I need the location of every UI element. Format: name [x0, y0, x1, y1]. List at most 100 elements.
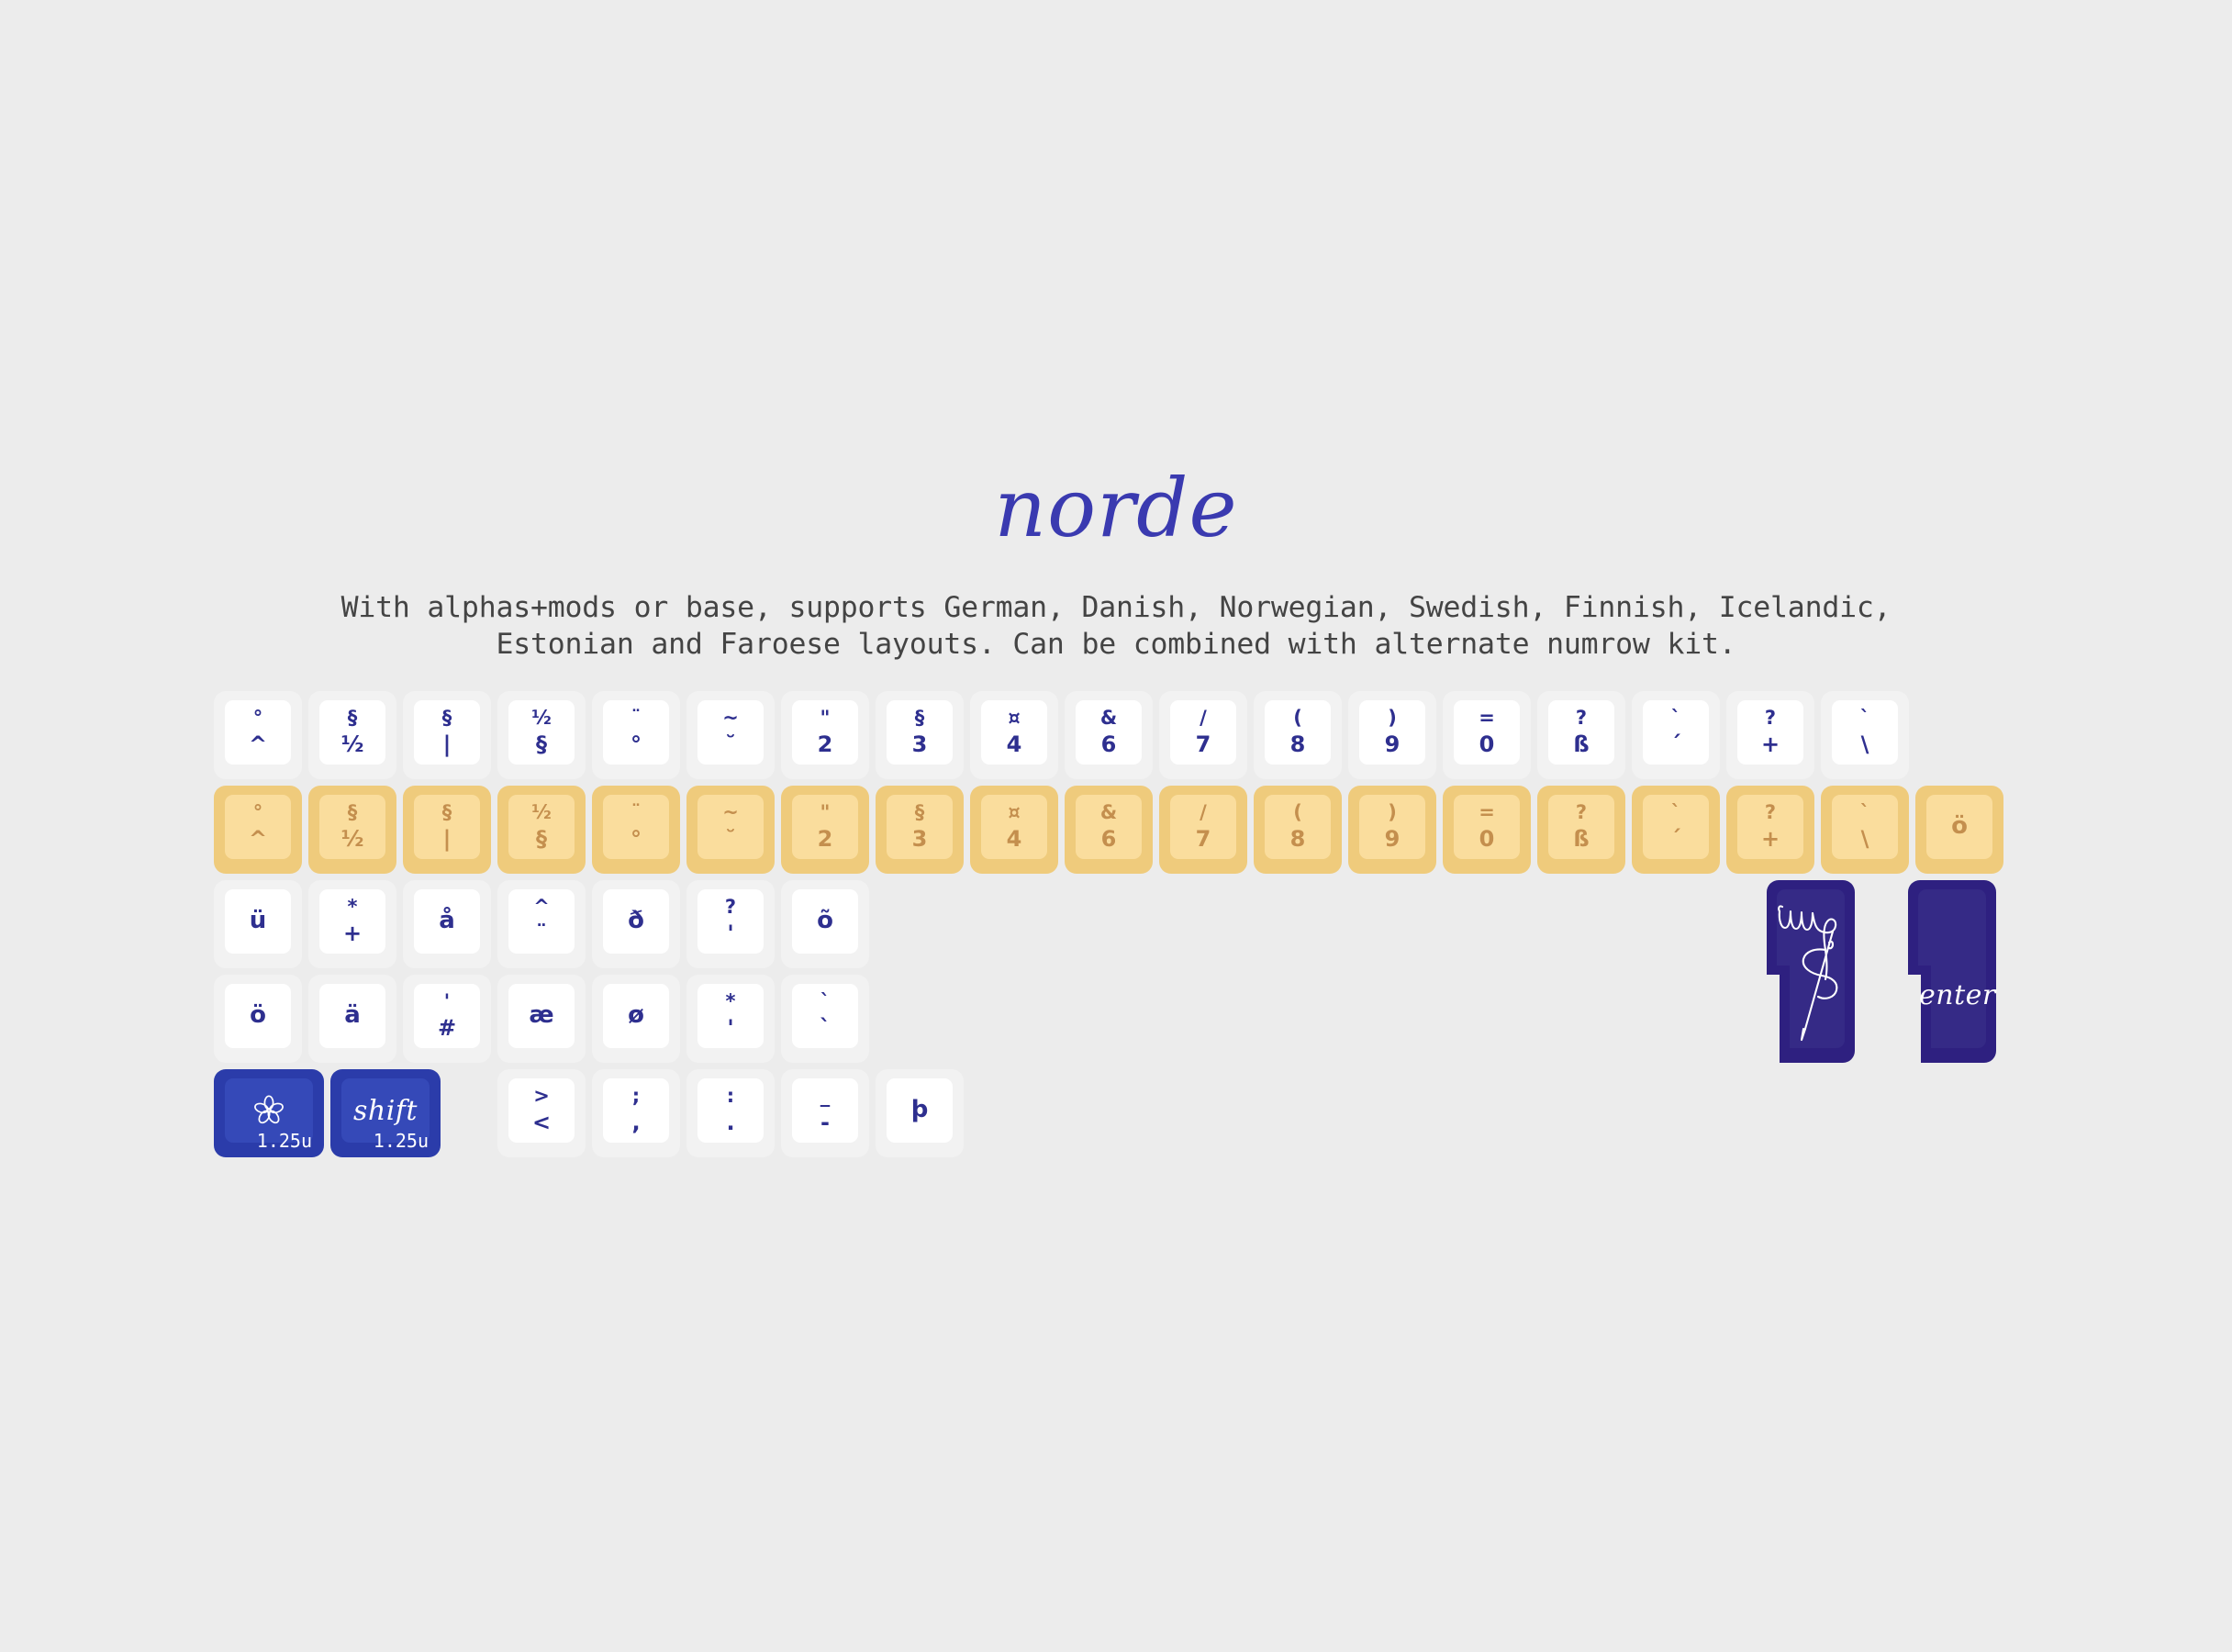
page-title: norde [994, 461, 1238, 555]
keycap[interactable]: ü [214, 880, 302, 968]
header: norde With alphas+mods or base, supports… [0, 468, 2232, 664]
keycap-legend: ø [628, 1001, 644, 1030]
keycap[interactable]: °^ [214, 786, 302, 874]
keycap-legend-bottom: ¨ [536, 920, 547, 946]
keycap[interactable]: &6 [1065, 691, 1153, 779]
keycap[interactable]: /7 [1159, 786, 1247, 874]
keycap[interactable]: `\ [1821, 691, 1909, 779]
keycap-surface: '# [414, 984, 480, 1048]
keycap[interactable]: "2 [781, 786, 869, 874]
keycap[interactable]: ¨° [592, 691, 680, 779]
keycap[interactable]: `´ [1632, 786, 1720, 874]
keycap[interactable]: °^ [214, 691, 302, 779]
keycap-legend-bottom: | [442, 825, 452, 852]
keycap[interactable]: §| [403, 691, 491, 779]
keycap-surface: §| [414, 700, 480, 765]
keycap[interactable]: ?+ [1726, 691, 1814, 779]
keycap-surface: ö [1926, 795, 1992, 859]
keycap[interactable]: §| [403, 786, 491, 874]
keycap-legend-bottom: ½ [340, 825, 364, 852]
keycap-legend-bottom: | [442, 731, 452, 757]
keycap[interactable]: §½ [308, 786, 396, 874]
keycap-legend-bottom: § [536, 825, 547, 852]
keycap[interactable]: "2 [781, 691, 869, 779]
keycap-surface: ä [319, 984, 385, 1048]
keycap-legend-top: ~ [722, 707, 739, 730]
keycap[interactable]: õ [781, 880, 869, 968]
keycap-legend: å [439, 907, 455, 935]
flower-mod-key[interactable]: 1.25u [214, 1069, 324, 1157]
yum-logo-key[interactable] [1767, 880, 1855, 1063]
keycap-legend-bottom: 2 [817, 731, 833, 757]
keycap[interactable]: ?ß [1537, 786, 1625, 874]
keycap-surface: *' [698, 984, 764, 1048]
keycap-surface: &6 [1076, 795, 1142, 859]
keycap[interactable]: `´ [1632, 691, 1720, 779]
keycap-surface: ~˘ [698, 700, 764, 765]
keycap[interactable]: ð [592, 880, 680, 968]
enter-key[interactable]: enter [1908, 880, 1996, 1063]
keycap[interactable]: ö [1915, 786, 2003, 874]
keycap[interactable]: ¤4 [970, 786, 1058, 874]
keycap[interactable]: _- [781, 1069, 869, 1157]
keycap[interactable]: ~˘ [686, 786, 775, 874]
keycap[interactable]: å [403, 880, 491, 968]
keycap-surface: ~˘ [698, 795, 764, 859]
keycap-legend-bottom: \ [1860, 825, 1869, 852]
keycap[interactable]: )9 [1348, 786, 1436, 874]
keycap[interactable]: ½§ [497, 786, 586, 874]
keycap[interactable]: >< [497, 1069, 586, 1157]
keycap[interactable]: æ [497, 975, 586, 1063]
keycap[interactable]: &6 [1065, 786, 1153, 874]
keycap-legend-bottom: ´ [1670, 825, 1681, 852]
keycap-legend-bottom: 6 [1100, 825, 1117, 852]
keycap-legend-bottom: 6 [1100, 731, 1117, 757]
keycap-legend: ö [1951, 812, 1968, 841]
keycap-legend-top: " [820, 707, 831, 730]
keycap[interactable]: §½ [308, 691, 396, 779]
keycap[interactable]: =0 [1443, 786, 1531, 874]
keycap-surface: shift [341, 1078, 430, 1143]
keycap[interactable]: *' [686, 975, 775, 1063]
keycap-legend: þ [910, 1096, 929, 1124]
keycap-surface: (8 [1265, 700, 1331, 765]
keycap-surface: (8 [1265, 795, 1331, 859]
keycap[interactable]: ?' [686, 880, 775, 968]
keycap-legend-bottom: 4 [1006, 731, 1022, 757]
keycap[interactable]: ~˘ [686, 691, 775, 779]
keycap-legend-top: ` [1859, 707, 1870, 730]
keycap[interactable]: *+ [308, 880, 396, 968]
keycap[interactable]: =0 [1443, 691, 1531, 779]
keycap[interactable]: `\ [1821, 786, 1909, 874]
keycap[interactable]: §3 [876, 691, 964, 779]
keycap[interactable]: ¤4 [970, 691, 1058, 779]
keycap[interactable]: ö [214, 975, 302, 1063]
keycap[interactable]: ½§ [497, 691, 586, 779]
keycap-legend-top: ` [1670, 707, 1681, 730]
keycap[interactable]: '# [403, 975, 491, 1063]
keycap[interactable]: þ [876, 1069, 964, 1157]
keycap[interactable]: ?ß [1537, 691, 1625, 779]
keycap[interactable]: (8 [1254, 691, 1342, 779]
keycap[interactable]: ä [308, 975, 396, 1063]
keycap-legend-bottom: , [631, 1109, 641, 1135]
keycap[interactable]: ;, [592, 1069, 680, 1157]
keycap[interactable]: ?+ [1726, 786, 1814, 874]
keycap[interactable]: `` [781, 975, 869, 1063]
keycap-legend-bottom: - [820, 1109, 830, 1135]
keycap-surface: `\ [1832, 700, 1898, 765]
keycap[interactable]: /7 [1159, 691, 1247, 779]
keycap[interactable]: ^¨ [497, 880, 586, 968]
keycap[interactable]: §3 [876, 786, 964, 874]
keycap[interactable]: )9 [1348, 691, 1436, 779]
keycap-surface: ü [225, 889, 291, 954]
keycap-legend: ö [250, 1001, 266, 1030]
keycap-legend-top: ; [631, 1085, 641, 1108]
keycap[interactable]: ¨° [592, 786, 680, 874]
keycap[interactable]: (8 [1254, 786, 1342, 874]
keycap-surface: ½§ [508, 700, 575, 765]
keycap-legend-bottom: 9 [1384, 825, 1401, 852]
keycap[interactable]: ø [592, 975, 680, 1063]
keycap[interactable]: :. [686, 1069, 775, 1157]
